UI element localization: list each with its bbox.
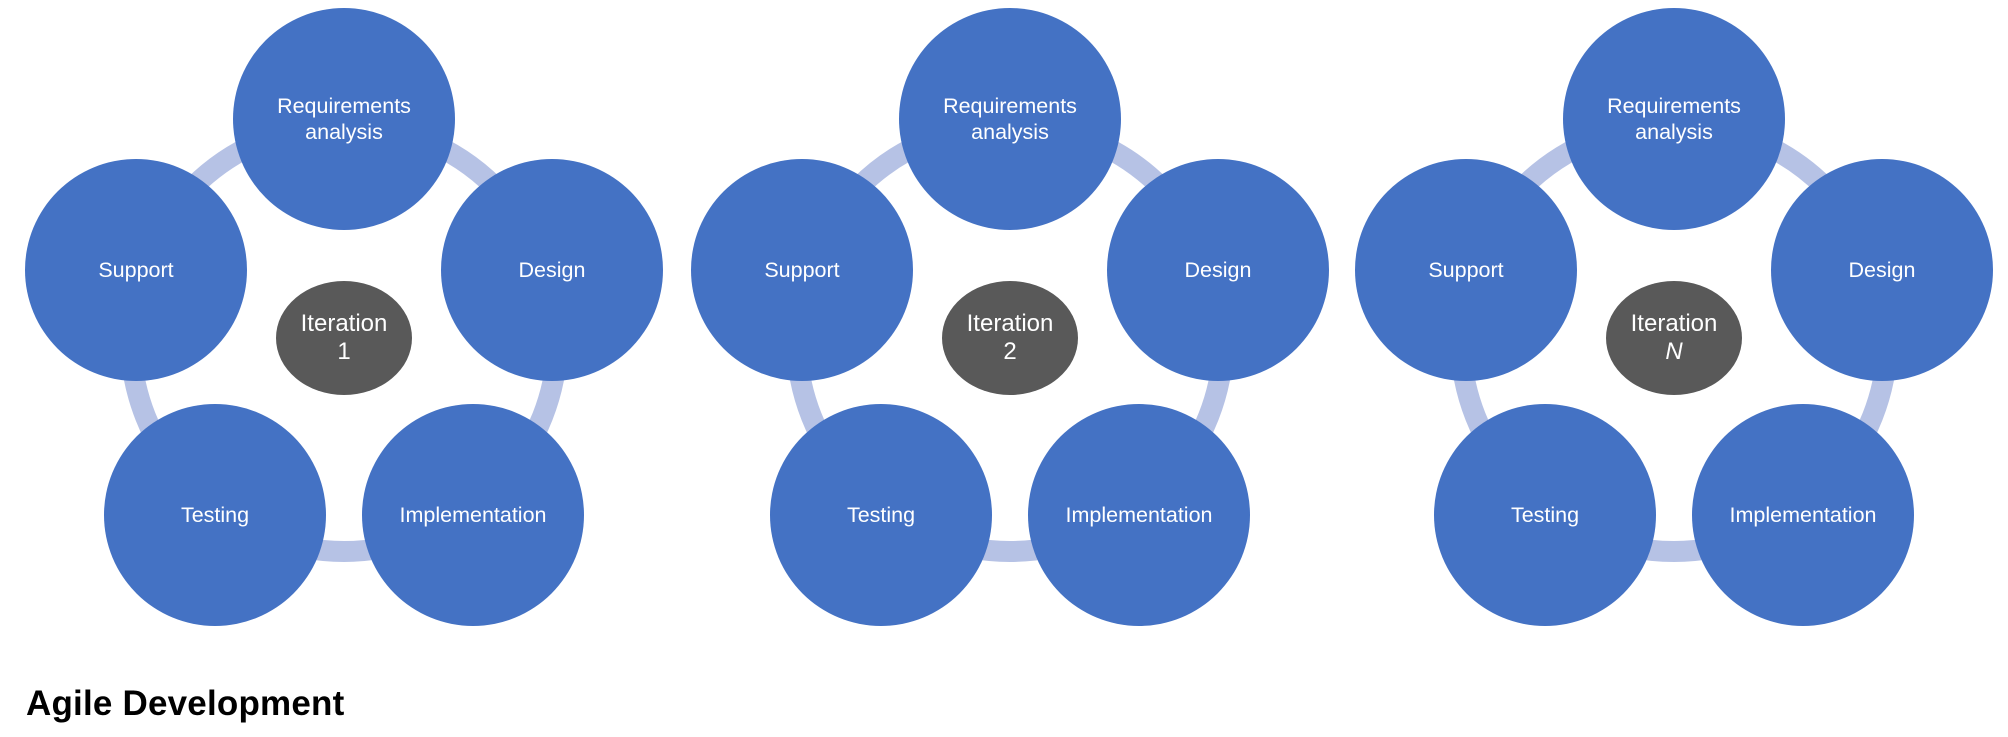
node-label: Testing (846, 503, 916, 527)
center-label-line2: N (1665, 338, 1683, 365)
node-label: Requirements analysis (277, 94, 411, 144)
node-implementation: Implementation (1692, 404, 1914, 626)
node-requirements-analysis: Requirements analysis (899, 8, 1121, 230)
node-label: Support (98, 258, 174, 282)
node-label: Requirements analysis (1607, 94, 1741, 144)
node-requirements-analysis: Requirements analysis (233, 8, 455, 230)
node-design: Design (1107, 159, 1329, 381)
center-label-line1: Iteration (966, 310, 1054, 337)
center-label-line2: 1 (337, 338, 351, 365)
center-label-line1: Iteration (300, 310, 388, 337)
node-testing: Testing (1434, 404, 1656, 626)
node-implementation: Implementation (362, 404, 584, 626)
cycle-diagram-iteration-2: Requirements analysis Design Implementat… (675, 0, 1345, 660)
node-implementation: Implementation (1028, 404, 1250, 626)
node-design: Design (441, 159, 663, 381)
center-iteration-circle: Iteration 2 (942, 281, 1078, 395)
node-label: Testing (180, 503, 250, 527)
center-iteration-circle: Iteration 1 (276, 281, 412, 395)
node-label: Design (1184, 258, 1252, 282)
node-label: Implementation (1065, 503, 1213, 527)
node-label: Support (1428, 258, 1504, 282)
node-label: Testing (1510, 503, 1580, 527)
node-support: Support (691, 159, 913, 381)
cycle-diagram-iteration-n: Requirements analysis Design Implementat… (1339, 0, 2008, 660)
center-label-line2: 2 (1003, 338, 1017, 365)
node-label: Implementation (1729, 503, 1877, 527)
node-label: Design (518, 258, 586, 282)
node-label: Support (764, 258, 840, 282)
center-iteration-circle: Iteration N (1606, 281, 1742, 395)
node-label: Design (1848, 258, 1916, 282)
node-requirements-analysis: Requirements analysis (1563, 8, 1785, 230)
node-support: Support (1355, 159, 1577, 381)
diagram-title: Agile Development (26, 684, 345, 723)
node-label: Requirements analysis (943, 94, 1077, 144)
node-label: Implementation (399, 503, 547, 527)
node-design: Design (1771, 159, 1993, 381)
center-label-line1: Iteration (1630, 310, 1718, 337)
cycle-diagram-iteration-1: Requirements analysis Design Implementat… (9, 0, 679, 660)
node-support: Support (25, 159, 247, 381)
node-testing: Testing (104, 404, 326, 626)
node-testing: Testing (770, 404, 992, 626)
